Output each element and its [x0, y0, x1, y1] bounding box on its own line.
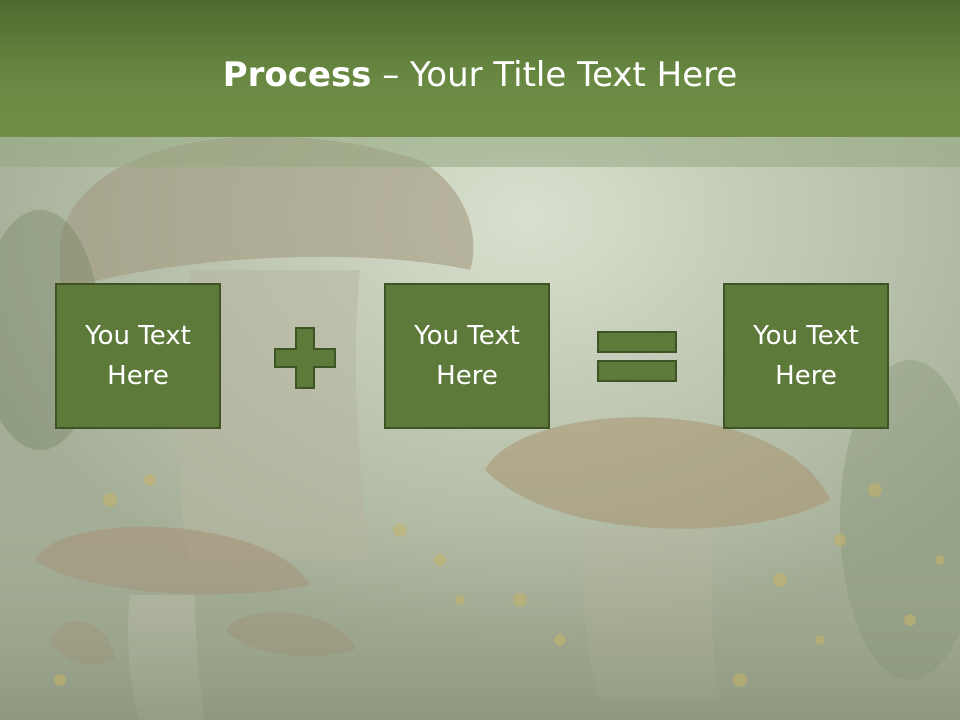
process-box-1[interactable]: You Text Here — [55, 283, 221, 429]
equals-icon — [597, 331, 677, 382]
process-box-3-label: You Text Here — [753, 321, 859, 391]
title-bold: Process — [222, 55, 372, 95]
plus-icon — [274, 327, 336, 389]
process-box-1-label: You Text Here — [85, 321, 191, 391]
process-box-2-label: You Text Here — [414, 321, 520, 391]
process-box-3[interactable]: You Text Here — [723, 283, 889, 429]
process-box-2[interactable]: You Text Here — [384, 283, 550, 429]
slide-title: Process – Your Title Text Here — [0, 52, 960, 98]
title-bar-band — [0, 137, 960, 167]
title-rest: – Your Title Text Here — [371, 55, 738, 95]
title-bar — [0, 0, 960, 137]
